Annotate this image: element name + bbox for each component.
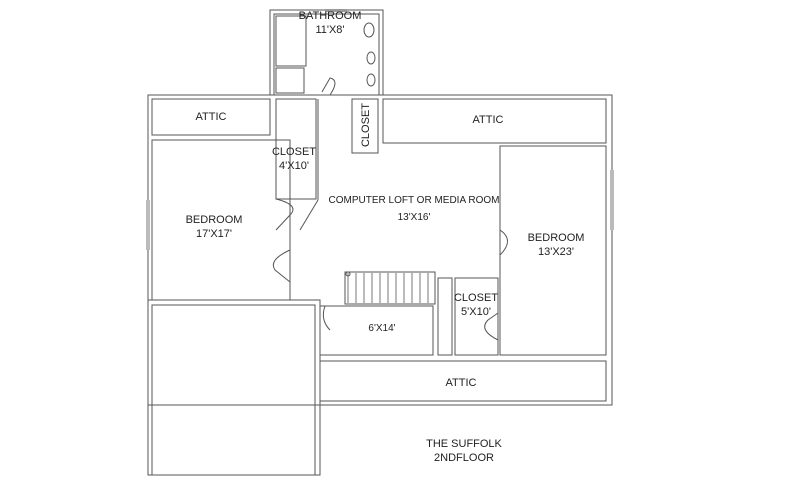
shelf-room (437, 277, 453, 356)
closet-right-door (484, 312, 499, 341)
attic-bottom-room (319, 360, 607, 402)
bathroom-inner-wall (273, 13, 380, 96)
bathroom-door (321, 77, 336, 96)
storage-door (322, 305, 331, 331)
lower-left-room (151, 304, 316, 476)
staircase (344, 271, 436, 305)
attic-right-label: ATTIC (472, 114, 504, 126)
bedroom-right-room (499, 145, 607, 356)
sink-icon (366, 51, 376, 65)
stair-newel (345, 271, 351, 277)
attic-bottom-label: ATTIC (445, 377, 477, 389)
closet-left-door (275, 198, 294, 231)
bedroom-left-room (151, 139, 291, 301)
storage-room (319, 305, 434, 356)
window (610, 170, 614, 230)
window (146, 200, 150, 250)
bedroom-left-door (272, 249, 291, 283)
closet-vertical-room (351, 98, 379, 154)
attic-left-room (151, 98, 271, 136)
sink-icon (366, 73, 376, 87)
diagonal-wall (299, 199, 319, 231)
attic-right-room (382, 98, 607, 144)
window (325, 9, 347, 12)
lower-left-wall (147, 299, 321, 476)
closet-vertical-label: CLOSET (360, 102, 372, 148)
storage-label: 6'X14' (368, 323, 396, 334)
bedroom-right-door (499, 229, 508, 256)
shower-icon (275, 15, 307, 67)
closet-right-room (454, 277, 499, 356)
linen-closet (275, 67, 305, 94)
closet-left-room (275, 98, 317, 200)
attic-left-label: ATTIC (195, 111, 227, 123)
toilet-icon (363, 22, 375, 38)
